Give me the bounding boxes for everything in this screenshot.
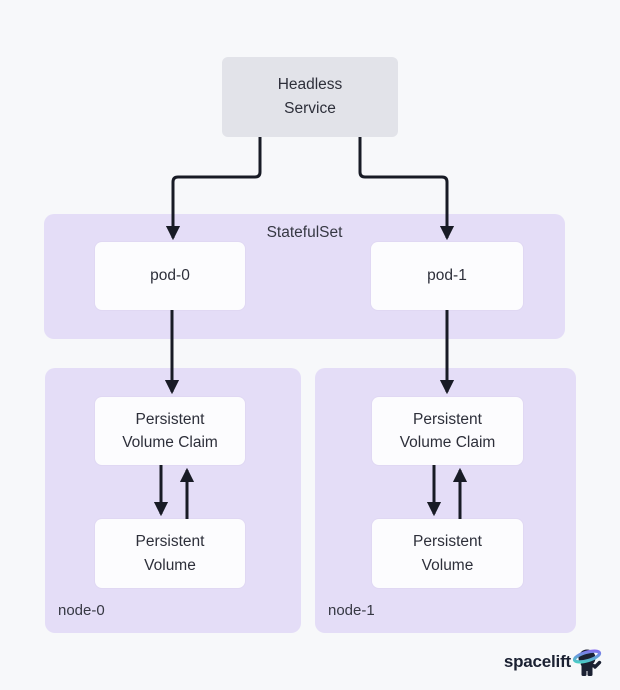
headless-service-label-line2: Service: [284, 100, 336, 117]
pvc-0-label-line2: Volume Claim: [122, 434, 218, 451]
node-1-label: node-1: [328, 602, 375, 619]
pvc-0-label-line1: Persistent: [135, 410, 205, 428]
spacelift-logo-text: spacelift: [503, 652, 571, 671]
pod-0-label: pod-0: [150, 267, 190, 285]
pod-1-box: pod-1: [371, 242, 523, 310]
pv-1-label-line2: Volume: [421, 556, 474, 574]
pod-1-label: pod-1: [427, 267, 467, 285]
pv-1-box: Persistent Volume: [372, 519, 523, 588]
statefulset-label: StatefulSet: [266, 224, 343, 241]
node-0-label: node-0: [58, 602, 105, 619]
pv-0-label-line2: Volume: [144, 556, 196, 574]
pvc-0-box: Persistent Volume Claim: [95, 397, 245, 465]
pvc-1-label-line1: Persistent: [413, 410, 482, 428]
pv-0-label-line1: Persistent: [135, 533, 205, 551]
pod-0-box: pod-0: [95, 242, 245, 310]
spacelift-astronaut-icon: [572, 649, 602, 676]
headless-service-label-line1: Headless: [277, 75, 343, 93]
pvc-1-box: Persistent Volume Claim: [372, 397, 523, 465]
pv-0-box: Persistent Volume: [95, 519, 245, 588]
headless-service-box: Headless Service: [222, 57, 398, 137]
pvc-1-label-line2: Volume Claim: [399, 434, 496, 451]
spacelift-logo: spacelift: [504, 645, 604, 679]
pv-1-label-line1: Persistent: [413, 533, 482, 551]
